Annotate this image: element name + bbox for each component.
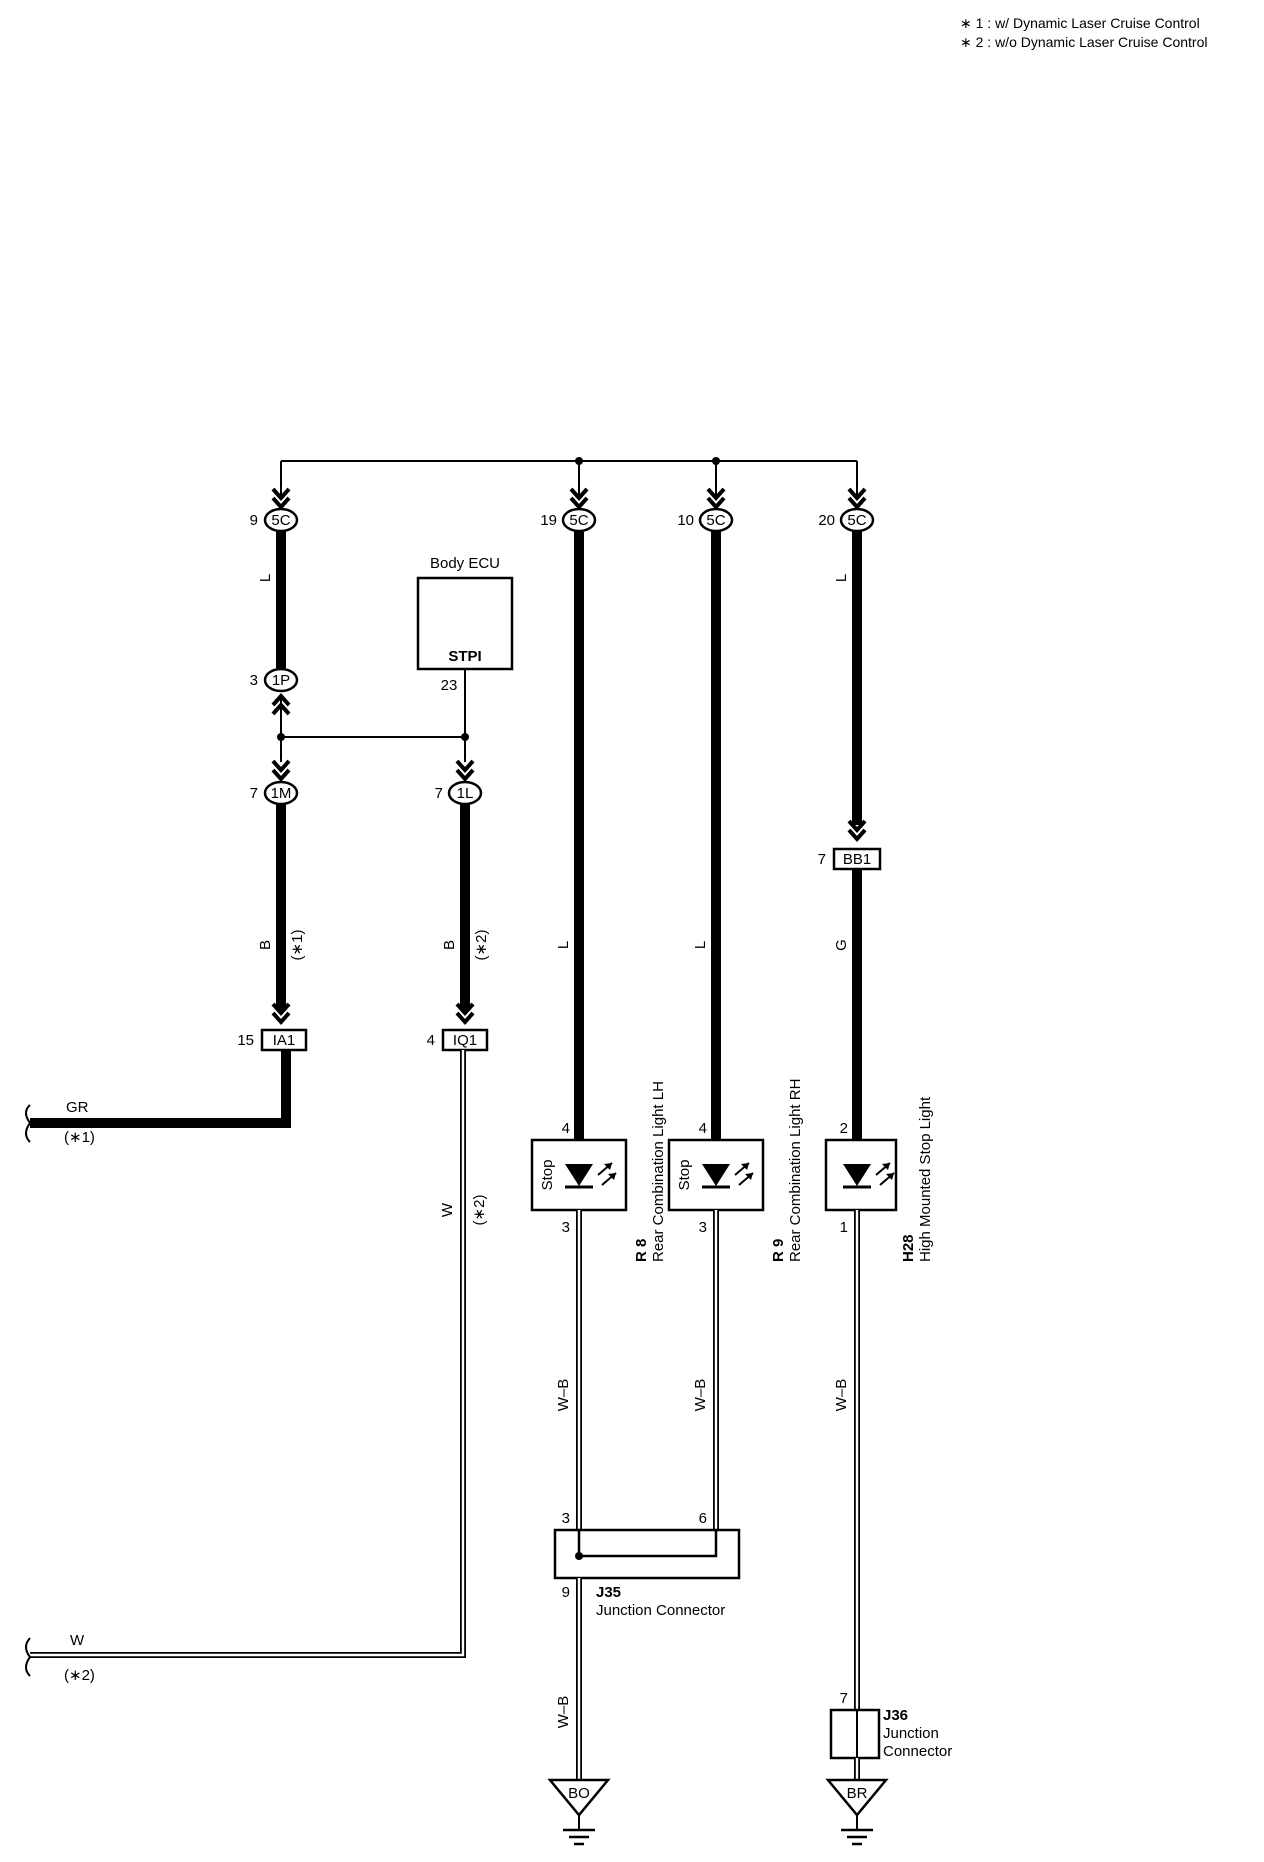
bus-junction-dot bbox=[575, 457, 583, 465]
svg-text:7: 7 bbox=[250, 785, 258, 802]
svg-text:(∗2): (∗2) bbox=[471, 1195, 488, 1226]
svg-text:L: L bbox=[257, 574, 274, 582]
body-ecu-box bbox=[416, 576, 514, 671]
svg-text:7: 7 bbox=[435, 785, 443, 802]
svg-text:High Mounted Stop Light: High Mounted Stop Light bbox=[917, 1096, 934, 1262]
svg-text:3: 3 bbox=[562, 1510, 570, 1527]
svg-text:L: L bbox=[692, 941, 709, 949]
note-1: ∗ 1 : w/ Dynamic Laser Cruise Control bbox=[960, 15, 1200, 31]
svg-text:10: 10 bbox=[677, 512, 694, 529]
svg-text:15: 15 bbox=[237, 1032, 254, 1049]
svg-text:B: B bbox=[257, 940, 274, 950]
note-2: ∗ 2 : w/o Dynamic Laser Cruise Control bbox=[960, 34, 1207, 50]
svg-text:3: 3 bbox=[250, 672, 258, 689]
svg-text:4: 4 bbox=[427, 1032, 435, 1049]
wire-gr bbox=[30, 1050, 291, 1128]
ground-icon bbox=[825, 1778, 889, 1846]
svg-text:1P: 1P bbox=[272, 672, 290, 689]
svg-text:L: L bbox=[833, 574, 850, 582]
svg-text:(∗1): (∗1) bbox=[64, 1129, 95, 1146]
svg-text:W–B: W–B bbox=[555, 1696, 572, 1729]
led-icon bbox=[702, 1162, 754, 1189]
svg-text:IQ1: IQ1 bbox=[453, 1032, 477, 1049]
body-ecu-terminal: STPI bbox=[448, 648, 481, 665]
svg-text:1L: 1L bbox=[457, 785, 474, 802]
bus-junction-dot bbox=[712, 457, 720, 465]
svg-text:7: 7 bbox=[818, 851, 826, 868]
j36-code: J36 bbox=[883, 1707, 908, 1724]
svg-text:W–B: W–B bbox=[555, 1379, 572, 1412]
svg-text:Rear Combination Light LH: Rear Combination Light LH bbox=[650, 1081, 667, 1262]
svg-text:1: 1 bbox=[840, 1219, 848, 1236]
svg-text:6: 6 bbox=[699, 1510, 707, 1527]
svg-text:BB1: BB1 bbox=[843, 851, 871, 868]
svg-text:23: 23 bbox=[441, 677, 458, 694]
svg-text:Connector: Connector bbox=[883, 1743, 952, 1760]
connector-1p bbox=[263, 667, 299, 693]
svg-text:Junction: Junction bbox=[883, 1725, 939, 1742]
svg-text:4: 4 bbox=[699, 1120, 707, 1137]
svg-text:3: 3 bbox=[699, 1219, 707, 1236]
svg-text:Stop: Stop bbox=[539, 1160, 556, 1191]
wire-w bbox=[30, 1050, 466, 1658]
led-icon bbox=[843, 1162, 895, 1189]
connector-arrow bbox=[271, 759, 291, 781]
svg-text:W–B: W–B bbox=[833, 1379, 850, 1412]
svg-text:7: 7 bbox=[840, 1690, 848, 1707]
ground-bo-label: BO bbox=[568, 1785, 590, 1802]
svg-text:G: G bbox=[833, 939, 850, 951]
j35-name: Junction Connector bbox=[596, 1602, 725, 1619]
j36-junction-connector bbox=[829, 1708, 881, 1760]
svg-text:(∗2): (∗2) bbox=[64, 1667, 95, 1684]
svg-text:(∗2): (∗2) bbox=[473, 930, 490, 961]
svg-text:H28: H28 bbox=[900, 1234, 917, 1262]
svg-text:R 8: R 8 bbox=[633, 1239, 650, 1262]
svg-text:2: 2 bbox=[840, 1120, 848, 1137]
svg-text:5C: 5C bbox=[271, 512, 290, 529]
svg-text:Stop: Stop bbox=[676, 1160, 693, 1191]
svg-text:L: L bbox=[555, 941, 572, 949]
ground-icon bbox=[547, 1778, 611, 1846]
svg-text:4: 4 bbox=[562, 1120, 570, 1137]
svg-text:W: W bbox=[439, 1202, 456, 1217]
svg-text:Rear Combination Light RH: Rear Combination Light RH bbox=[787, 1079, 804, 1262]
svg-text:1M: 1M bbox=[271, 785, 292, 802]
svg-text:9: 9 bbox=[250, 512, 258, 529]
svg-text:19: 19 bbox=[540, 512, 557, 529]
svg-text:3: 3 bbox=[562, 1219, 570, 1236]
svg-text:20: 20 bbox=[818, 512, 835, 529]
body-ecu-title: Body ECU bbox=[430, 555, 500, 572]
svg-text:W: W bbox=[70, 1632, 85, 1649]
j35-junction-connector bbox=[553, 1528, 741, 1580]
ground-br-label: BR bbox=[847, 1785, 868, 1802]
svg-text:GR: GR bbox=[66, 1099, 89, 1116]
svg-text:5C: 5C bbox=[569, 512, 588, 529]
j35-code: J35 bbox=[596, 1584, 621, 1601]
svg-text:W–B: W–B bbox=[692, 1379, 709, 1412]
connector-arrow bbox=[455, 759, 475, 781]
svg-text:5C: 5C bbox=[706, 512, 725, 529]
svg-text:9: 9 bbox=[562, 1584, 570, 1601]
svg-text:5C: 5C bbox=[847, 512, 866, 529]
svg-text:R 9: R 9 bbox=[770, 1239, 787, 1262]
wire-break-symbol bbox=[25, 1104, 32, 1143]
svg-text:(∗1): (∗1) bbox=[289, 930, 306, 961]
led-icon bbox=[565, 1162, 617, 1189]
svg-text:IA1: IA1 bbox=[273, 1032, 296, 1049]
svg-text:B: B bbox=[441, 940, 458, 950]
